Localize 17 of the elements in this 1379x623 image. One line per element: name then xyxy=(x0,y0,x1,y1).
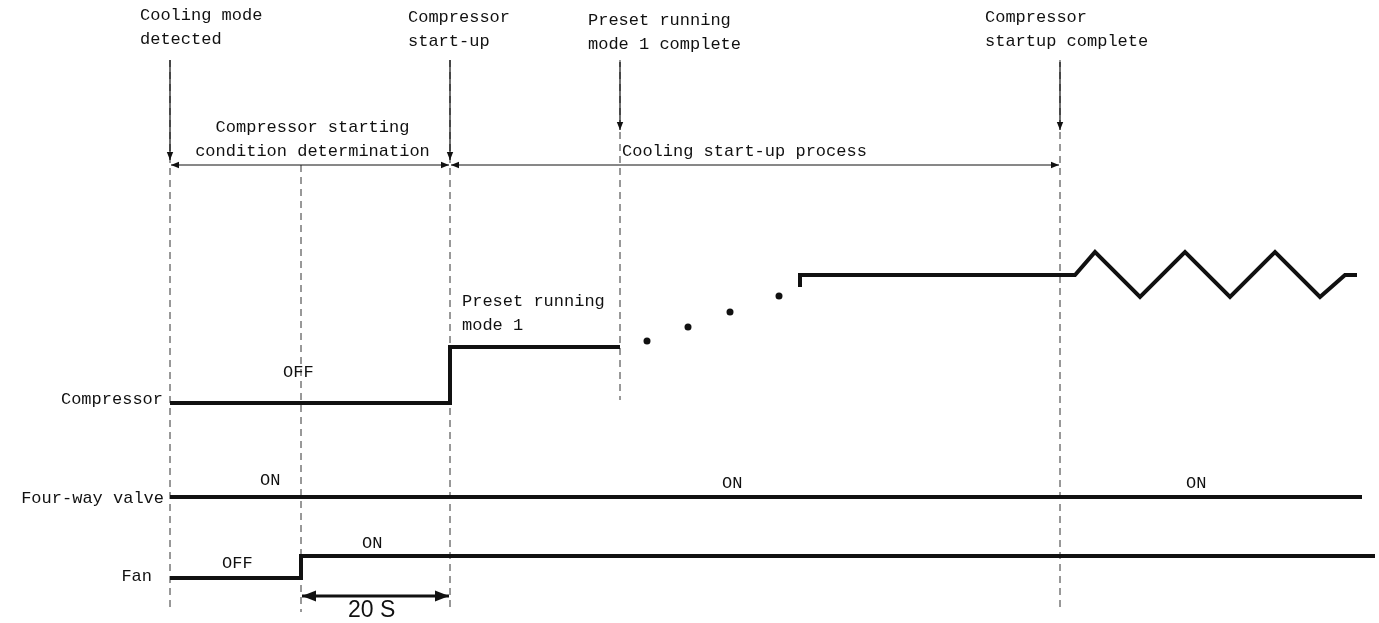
state-label: ON xyxy=(722,473,743,495)
interval-label: Cooling start-up process xyxy=(622,141,867,163)
state-label: Preset running mode 1 xyxy=(462,291,606,337)
signal-label: Four-way valve xyxy=(20,488,164,510)
state-label: ON xyxy=(362,533,383,555)
event-label: Compressor startup complete xyxy=(985,7,1150,53)
state-label: OFF xyxy=(222,553,253,575)
state-label: ON xyxy=(1186,473,1207,495)
dimension-value: 20 S xyxy=(348,596,396,623)
state-label: ON xyxy=(260,470,281,492)
signal-label: Fan xyxy=(120,566,152,588)
event-label: Compressor start-up xyxy=(408,7,512,53)
signal-label: Compressor xyxy=(59,389,163,411)
event-label: Cooling mode detected xyxy=(140,5,264,51)
interval-label: Compressor starting condition determination xyxy=(194,117,431,163)
state-label: OFF xyxy=(283,362,314,384)
event-label: Preset running mode 1 complete xyxy=(588,10,743,56)
